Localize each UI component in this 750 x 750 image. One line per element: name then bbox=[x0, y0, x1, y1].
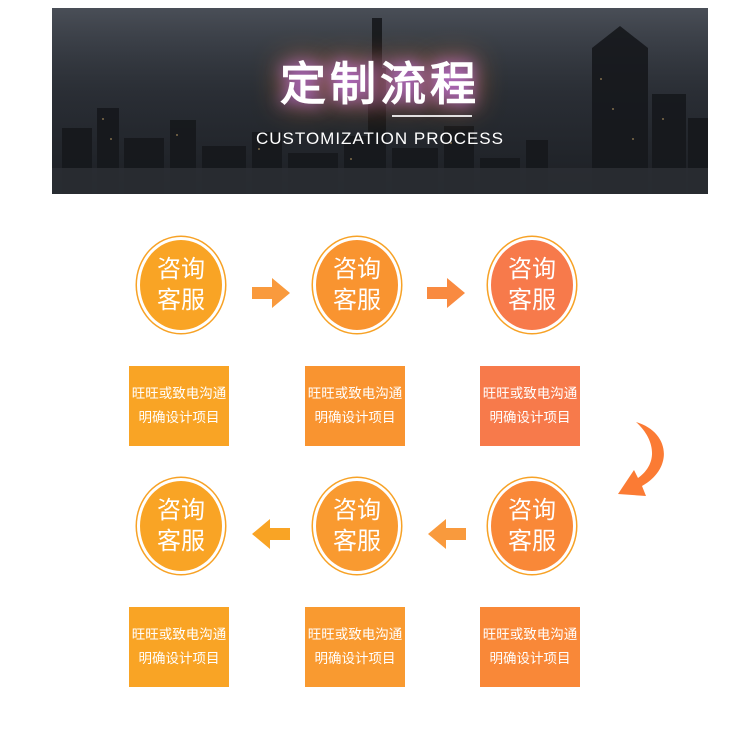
step-1-circle-line2: 客服 bbox=[157, 286, 205, 314]
step-5-circle: 咨询 客服 bbox=[313, 478, 401, 574]
step-1-box-line1: 旺旺或致电沟通 bbox=[131, 386, 227, 402]
step-5-box-line1: 旺旺或致电沟通 bbox=[307, 627, 403, 643]
step-2-box-line2: 明确设计项目 bbox=[314, 410, 396, 426]
step-2-circle-line1: 咨询 bbox=[333, 255, 381, 283]
step-4-box-line1: 旺旺或致电沟通 bbox=[482, 627, 578, 643]
arrow-left-icon bbox=[428, 519, 466, 549]
city-skyline-image bbox=[52, 8, 708, 194]
step-2-circle-line2: 客服 bbox=[333, 286, 381, 314]
step-6-circle-line1: 咨询 bbox=[157, 496, 205, 524]
header-banner: 定制流程 CUSTOMIZATION PROCESS bbox=[52, 8, 708, 194]
page-subtitle: CUSTOMIZATION PROCESS bbox=[255, 129, 504, 148]
step-3-circle-line1: 咨询 bbox=[508, 255, 556, 283]
step-4-circle-line1: 咨询 bbox=[508, 496, 556, 524]
step-1-box: 旺旺或致电沟通 明确设计项目 bbox=[129, 366, 229, 446]
arrow-left-icon bbox=[252, 519, 290, 549]
page-title: 定制流程 bbox=[280, 57, 480, 111]
step-6-box-line2: 明确设计项目 bbox=[138, 651, 220, 667]
step-5-box: 旺旺或致电沟通 明确设计项目 bbox=[305, 607, 405, 687]
step-4-box-line2: 明确设计项目 bbox=[489, 651, 571, 667]
step-6-circle: 咨询 客服 bbox=[137, 478, 225, 574]
step-1-box-line2: 明确设计项目 bbox=[138, 410, 220, 426]
step-4-circle-line2: 客服 bbox=[508, 527, 556, 555]
curved-arrow-icon bbox=[618, 422, 664, 496]
step-2-box: 旺旺或致电沟通 明确设计项目 bbox=[305, 366, 405, 446]
step-6-circle-line2: 客服 bbox=[157, 527, 205, 555]
step-6-box: 旺旺或致电沟通 明确设计项目 bbox=[129, 607, 229, 687]
step-3-box-line1: 旺旺或致电沟通 bbox=[482, 386, 578, 402]
arrow-right-icon bbox=[252, 278, 290, 308]
step-2-box-line1: 旺旺或致电沟通 bbox=[307, 386, 403, 402]
step-3-circle: 咨询 客服 bbox=[488, 237, 576, 333]
step-5-circle-line1: 咨询 bbox=[333, 496, 381, 524]
step-3-circle-line2: 客服 bbox=[508, 286, 556, 314]
title-divider bbox=[392, 115, 472, 117]
arrow-right-icon bbox=[427, 278, 465, 308]
step-2-circle: 咨询 客服 bbox=[313, 237, 401, 333]
step-3-box-line2: 明确设计项目 bbox=[489, 410, 571, 426]
step-4-circle: 咨询 客服 bbox=[488, 478, 576, 574]
step-5-box-line2: 明确设计项目 bbox=[314, 651, 396, 667]
step-5-circle-line2: 客服 bbox=[333, 527, 381, 555]
step-4-box: 旺旺或致电沟通 明确设计项目 bbox=[480, 607, 580, 687]
step-6-box-line1: 旺旺或致电沟通 bbox=[131, 627, 227, 643]
step-3-box: 旺旺或致电沟通 明确设计项目 bbox=[480, 366, 580, 446]
step-1-circle-line1: 咨询 bbox=[157, 255, 205, 283]
step-1-circle: 咨询 客服 bbox=[137, 237, 225, 333]
